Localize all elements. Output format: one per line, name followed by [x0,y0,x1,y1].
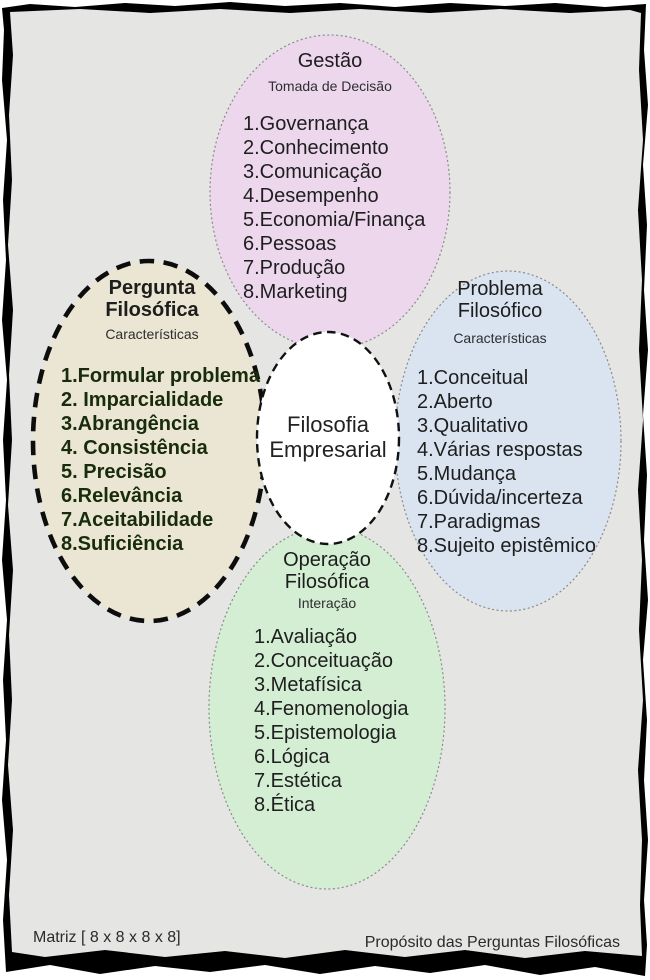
problema-title: Problema Filosófico [400,278,600,322]
gestao-items: 1.Governança 2.Conhecimento 3.Comunicaçã… [243,112,425,304]
list-item: 3.Metafísica [254,674,362,696]
operacao-subtitle: Interação [297,595,357,611]
list-item: 6.Relevância [61,485,183,507]
list-item: 4.Desempenho [243,185,379,207]
gestao-subtitle: Tomada de Decisão [268,78,392,94]
list-item: 8.Marketing [243,281,348,303]
list-item: 5.Economia/Finança [243,209,426,231]
gestao-ellipse [209,34,451,350]
pergunta-subtitle: Características [105,326,199,342]
problema-ellipse [394,270,622,612]
problema-title-line1: Problema [457,278,543,300]
operacao-title-line2: Filosófica [284,571,370,593]
pergunta-title-line1: Pergunta [108,277,196,299]
list-item: 3.Comunicação [243,161,382,183]
list-item: 8.Suficiência [61,533,184,555]
list-item: 1.Governança [243,113,369,135]
pergunta-title: Pergunta Filosófica [52,277,252,321]
list-item: 2.Aberto [417,391,493,413]
list-item: 6.Pessoas [243,233,337,255]
list-item: 7.Estética [254,770,342,792]
list-item: 3.Qualitativo [417,415,529,437]
list-item: 7.Aceitabilidade [61,509,214,531]
list-item: 8.Ética [254,794,316,816]
problema-subtitle: Características [453,330,547,346]
operacao-title: Operação Filosófica [227,549,427,593]
list-item: 7.Produção [243,257,346,279]
center-title-line2: Empresarial [269,437,387,462]
proposito-label: Propósito das Perguntas Filosóficas [364,934,620,951]
problema-items: 1.Conceitual 2.Aberto 3.Qualitativo 4.Vá… [417,366,596,558]
list-item: 1.Conceitual [417,367,529,389]
center-title: Filosofia Empresarial [253,412,403,462]
matriz-label: Matriz [ 8 x 8 x 8 x 8] [33,929,181,946]
list-item: 2. Imparcialidade [61,389,224,411]
list-item: 6.Dúvida/incerteza [417,487,583,509]
list-item: 5.Mudança [417,463,516,485]
pergunta-title-line2: Filosófica [105,299,199,321]
list-item: 5. Precisão [61,461,167,483]
list-item: 4.Várias respostas [417,439,583,461]
center-ellipse [255,330,401,546]
problema-title-line2: Filosófico [457,300,543,322]
list-item: 4.Fenomenologia [254,698,409,720]
list-item: 8.Sujeito epistêmico [417,535,596,557]
list-item: 3.Abrangência [61,413,199,435]
list-item: 2.Conhecimento [243,137,389,159]
list-item: 2.Conceituação [254,650,393,672]
center-title-line1: Filosofia [287,412,369,437]
gestao-title: Gestão [297,50,363,72]
list-item: 5.Epistemologia [254,722,397,744]
list-item: 1.Formular problema [61,365,260,387]
operacao-items: 1.Avaliação 2.Conceituação 3.Metafísica … [254,625,409,817]
list-item: 1.Avaliação [254,626,358,648]
operacao-title-line1: Operação [283,549,371,571]
pergunta-items: 1.Formular problema 2. Imparcialidade 3.… [61,364,260,556]
list-item: 6.Lógica [254,746,330,768]
list-item: 7.Paradigmas [417,511,541,533]
list-item: 4. Consistência [61,437,208,459]
